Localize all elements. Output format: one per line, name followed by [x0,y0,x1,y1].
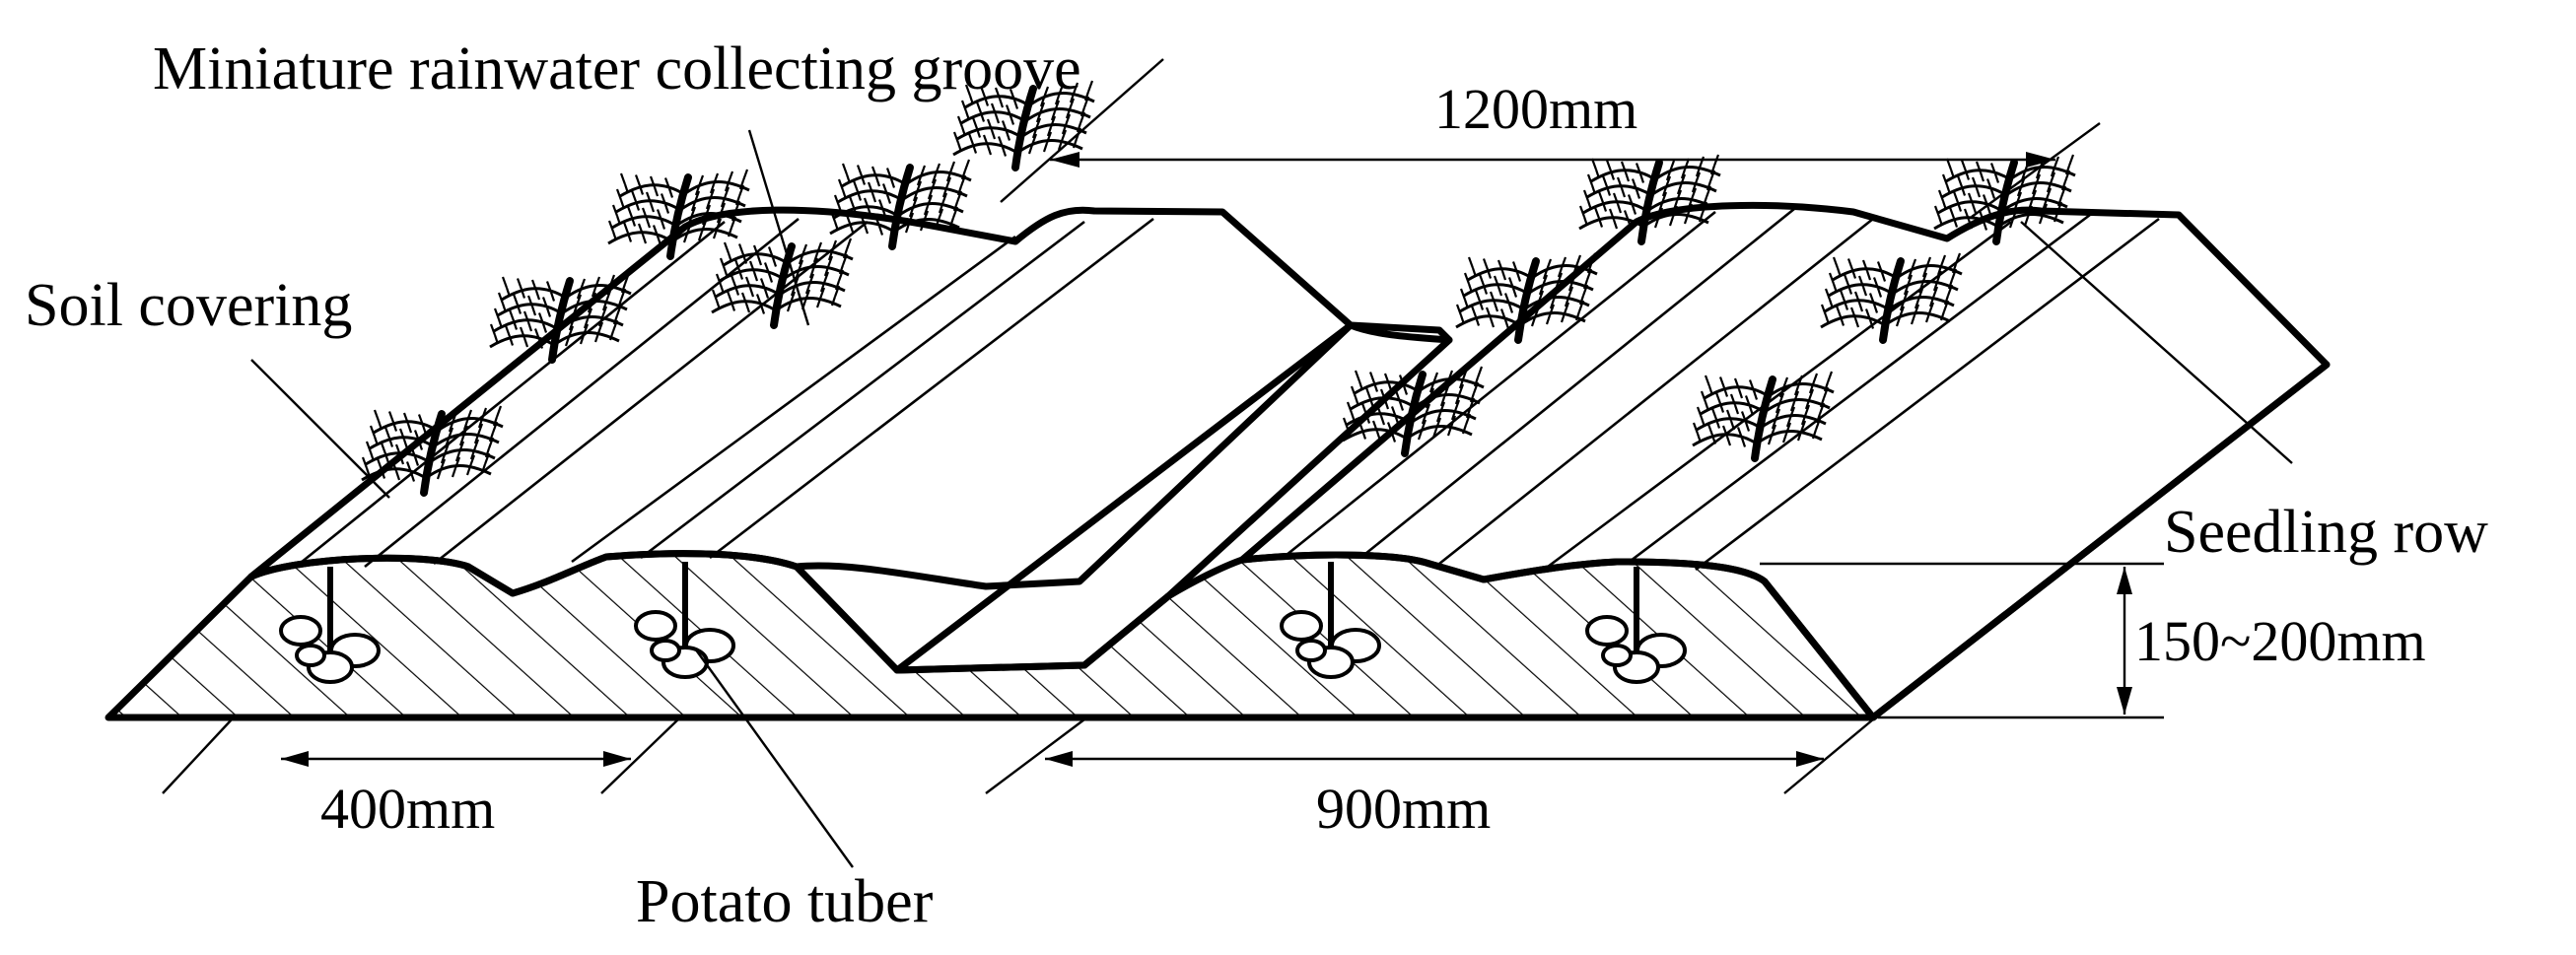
seedling [711,238,854,329]
dim-label-400mm: 400mm [320,777,495,841]
narrow-ridge-top-left [247,206,1355,597]
label-soil-covering: Soil covering [25,272,352,339]
dim-label-900mm: 900mm [1316,777,1491,841]
leader-lines [250,129,2293,868]
tuber-cluster [279,567,381,684]
dim-height [1760,562,2164,719]
wide-ridge-top-right [1238,201,2331,721]
seedling [607,169,750,260]
tuber-cluster [1280,562,1381,679]
seedling-plants [361,80,2076,497]
label-seedling-row: Seedling row [2164,499,2488,566]
tuber-cluster [1585,567,1687,684]
seedling [1933,154,2076,245]
seedling [829,159,972,250]
seedling [1455,252,1598,344]
seedling [1820,252,1963,344]
label-potato-tuber: Potato tuber [636,868,934,935]
seedling [1692,371,1835,462]
seedling [1342,366,1485,457]
ridge-back-edge [1869,361,2331,721]
seedling [1578,154,1721,245]
ridge-surfaces [247,201,2331,721]
dim-900 [985,718,1874,794]
label-rainwater-groove: Miniature rainwater collecting groove [153,35,1081,102]
potato-tubers [279,562,1687,684]
seedling [361,405,504,497]
furrow-edge [1347,321,1453,344]
dim-label-height: 150~200mm [2134,609,2426,673]
seedling [489,272,632,364]
dim-1200 [1000,58,2101,218]
dim-400 [162,716,681,794]
dim-label-1200mm: 1200mm [1434,77,1637,141]
soil-cross-section [108,553,1873,717]
seedling [952,80,1095,171]
